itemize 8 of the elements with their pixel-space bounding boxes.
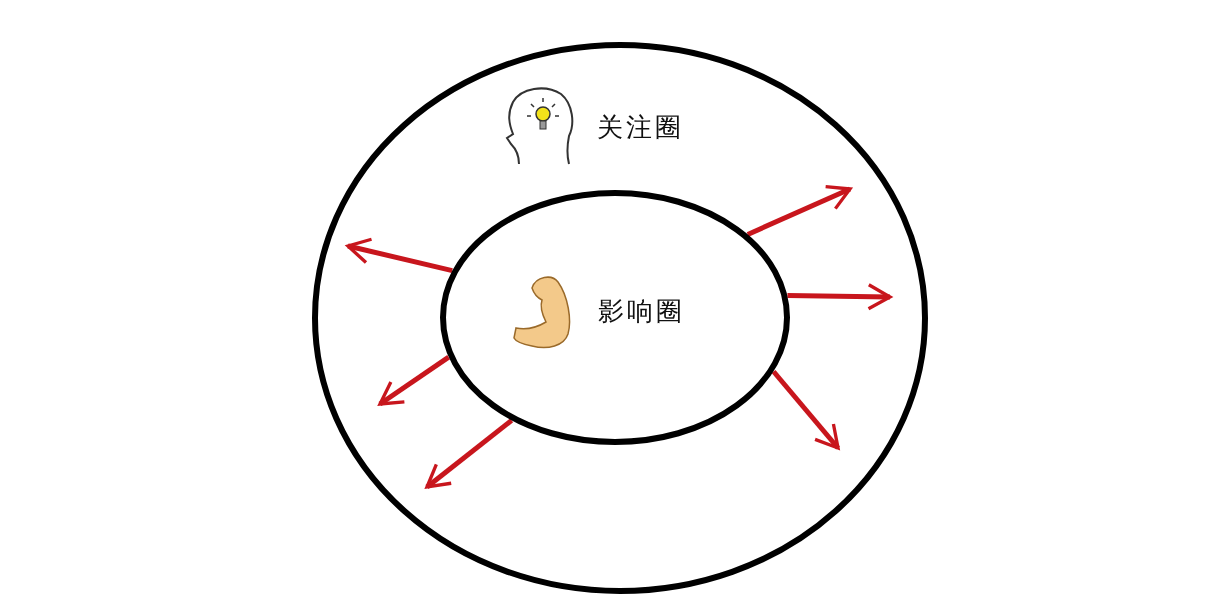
circle-label: 影响圈 xyxy=(598,295,685,328)
circle-label: 关注圈 xyxy=(597,111,684,144)
arrow xyxy=(346,237,453,274)
arrow xyxy=(787,283,892,311)
arrow xyxy=(746,185,852,237)
arrow xyxy=(378,355,451,407)
arrow xyxy=(425,418,514,489)
arrow xyxy=(771,369,840,450)
